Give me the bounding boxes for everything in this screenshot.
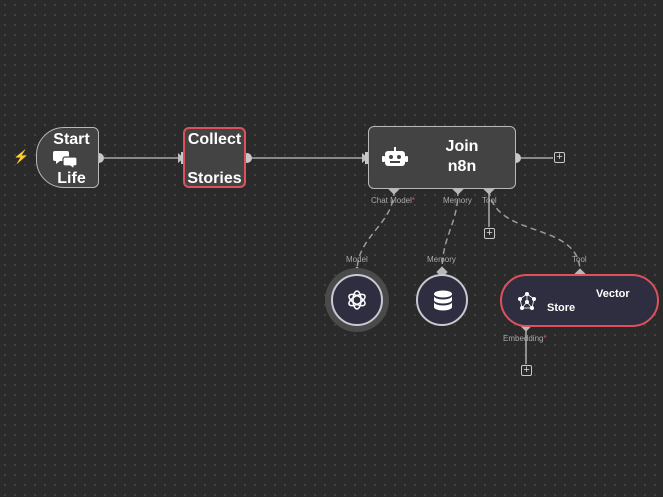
- node-memory[interactable]: [416, 274, 468, 326]
- lightning-bolt-icon: ⚡: [13, 149, 30, 164]
- input-handle[interactable]: [365, 152, 369, 164]
- node-title-line2: Stories: [187, 170, 242, 187]
- chat-model-connector-label: Chat Model*: [371, 196, 416, 205]
- openai-icon: [348, 290, 366, 310]
- connection-chat-model[interactable]: [356, 189, 395, 273]
- robot-icon: [382, 147, 408, 166]
- node-agent-join-n8n[interactable]: Join n8n: [368, 126, 516, 189]
- connection-tool[interactable]: [488, 189, 581, 273]
- tool-label: Tool: [572, 255, 587, 264]
- vector-store-icon: [518, 292, 536, 310]
- connection-memory[interactable]: [441, 189, 459, 273]
- add-node-button[interactable]: +: [554, 152, 565, 163]
- node-vector-store[interactable]: Vector Store: [500, 274, 659, 327]
- node-title-line1: Collect: [187, 131, 242, 148]
- node-title-line1: Vector: [596, 288, 630, 300]
- node-openai-model[interactable]: [331, 274, 383, 326]
- database-icon: [434, 290, 452, 311]
- node-title-line2: Store: [547, 302, 576, 314]
- node-title-line2: n8n: [447, 158, 477, 175]
- node-start-life[interactable]: Start Life: [36, 127, 99, 188]
- memory-label: Memory: [427, 255, 456, 264]
- add-tool-button[interactable]: +: [484, 228, 495, 239]
- node-collect-stories[interactable]: Collect Stories: [183, 127, 246, 188]
- node-title-line1: Join: [445, 138, 479, 155]
- memory-connector-label: Memory: [443, 196, 472, 205]
- node-title-line2: Life: [57, 170, 86, 187]
- node-title-line1: Start: [53, 131, 90, 148]
- embedding-connector-label: Embedding*: [503, 334, 547, 343]
- tool-connector-label: Tool: [482, 196, 497, 205]
- model-label: Model: [346, 255, 368, 264]
- add-embedding-button[interactable]: +: [521, 365, 532, 376]
- chat-bubbles-icon: [53, 151, 78, 169]
